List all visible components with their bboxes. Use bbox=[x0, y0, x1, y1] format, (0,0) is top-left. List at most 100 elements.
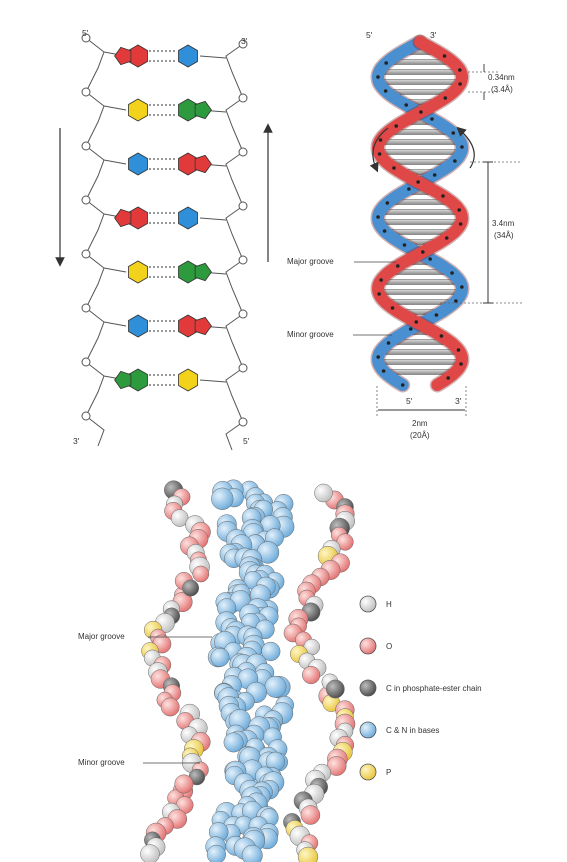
blue-pyrimidine-base bbox=[128, 152, 148, 176]
phosphate-dot bbox=[446, 376, 450, 380]
hydrogen-atom bbox=[314, 483, 333, 503]
legend-swatch-o bbox=[359, 637, 377, 655]
green-purine-ring bbox=[194, 262, 212, 282]
base-pair-rung bbox=[382, 289, 458, 295]
left-sugar-link bbox=[103, 321, 127, 327]
left-phosphate bbox=[81, 411, 91, 421]
phosphate-dot bbox=[458, 68, 462, 72]
legend-swatch-p bbox=[359, 763, 377, 781]
width-alt-label: (20Å) bbox=[410, 431, 430, 440]
helix-minor-groove-label: Minor groove bbox=[287, 330, 334, 339]
phosphate-dot bbox=[383, 89, 388, 93]
green-purine-base bbox=[178, 260, 198, 284]
pitch-dimension bbox=[440, 161, 522, 304]
red-purine-ring bbox=[114, 46, 132, 66]
helix-bottom-right-label: 3' bbox=[455, 396, 462, 406]
phosphate-dot bbox=[454, 299, 458, 303]
oxygen-atom bbox=[302, 665, 321, 685]
ladder-bottom-left-label: 3' bbox=[73, 436, 80, 446]
phosphate-dot bbox=[386, 341, 391, 345]
base-atom bbox=[241, 844, 263, 862]
left-phosphate bbox=[81, 195, 91, 205]
base-atom bbox=[261, 641, 281, 661]
ladder-bottom-right-label: 5' bbox=[243, 436, 250, 446]
model-minor-groove-label: Minor groove bbox=[78, 758, 125, 767]
helix-top-right-label: 3' bbox=[430, 30, 437, 40]
yellow-pyrimidine-base bbox=[178, 368, 198, 392]
blue-strand bbox=[371, 36, 469, 391]
red-purine-ring bbox=[114, 208, 132, 228]
left-phosphate bbox=[81, 357, 91, 367]
phosphate-dot bbox=[392, 166, 396, 170]
red-purine-base bbox=[128, 44, 148, 68]
phosphate-dot bbox=[400, 383, 405, 387]
right-phosphate bbox=[238, 147, 248, 157]
right-phosphate bbox=[238, 255, 248, 265]
left-phosphate bbox=[81, 87, 91, 97]
phosphate-dot bbox=[385, 201, 390, 205]
yellow-pyrimidine-base bbox=[128, 260, 148, 284]
blue-pyrimidine-base bbox=[128, 314, 148, 338]
right-phosphate bbox=[238, 93, 248, 103]
phosphate-dot bbox=[379, 278, 383, 282]
oxygen-atom bbox=[160, 697, 180, 717]
phosphate-dot bbox=[384, 61, 388, 65]
ladder-top-right-label: 3' bbox=[241, 36, 248, 46]
legend-label: C in phosphate-ester chain bbox=[386, 684, 482, 693]
oxygen-atom bbox=[192, 565, 210, 583]
base-atom bbox=[264, 675, 287, 698]
phosphate-dot bbox=[451, 131, 456, 135]
phosphate-dot bbox=[376, 215, 380, 219]
rotation-arrow-right bbox=[456, 126, 475, 169]
phosphate-dot bbox=[378, 138, 383, 142]
left-sugar-link bbox=[103, 267, 127, 273]
right-backbone bbox=[225, 43, 244, 451]
right-sugar-link bbox=[199, 55, 227, 59]
width-value-label: 2nm bbox=[412, 419, 428, 428]
right-sugar-link bbox=[199, 217, 227, 221]
rotation-arrow-left bbox=[369, 127, 389, 173]
phosphate-dot bbox=[457, 208, 461, 212]
left-phosphate bbox=[81, 33, 91, 43]
phosphate-dot bbox=[459, 362, 463, 366]
phosphate-dot bbox=[407, 187, 411, 191]
phosphate-dot bbox=[404, 103, 409, 107]
phosphate-dot bbox=[434, 313, 439, 317]
phosphate-dot bbox=[394, 124, 399, 128]
hydrogen-atom bbox=[140, 844, 160, 862]
green-purine-ring bbox=[194, 100, 212, 120]
carbon-atom bbox=[182, 579, 200, 597]
red-purine-base bbox=[178, 152, 198, 176]
red-purine-base bbox=[128, 206, 148, 230]
base-atom bbox=[206, 844, 226, 862]
legend-label: P bbox=[386, 768, 391, 777]
phosphate-dot bbox=[460, 145, 464, 149]
base-pair-rung bbox=[382, 359, 458, 365]
phosphate-dot bbox=[414, 320, 419, 324]
ladder-top-left-label: 5' bbox=[82, 28, 89, 38]
base-atom bbox=[223, 732, 244, 753]
oxygen-atom bbox=[300, 805, 321, 825]
base-pair-rung bbox=[383, 139, 457, 145]
red-purine-base bbox=[178, 314, 198, 338]
red-purine-ring bbox=[194, 154, 212, 174]
phosphate-dot bbox=[441, 194, 445, 198]
blue-pyrimidine-base bbox=[178, 206, 198, 230]
helix-bottom-left-label: 5' bbox=[406, 396, 413, 406]
phosphate-dot bbox=[444, 236, 449, 240]
phosphate-dot bbox=[377, 152, 382, 156]
phosphate-dot bbox=[381, 369, 386, 373]
phosphate-dot bbox=[439, 334, 444, 338]
blue-pyrimidine-base bbox=[178, 44, 198, 68]
carbon-atom bbox=[325, 679, 345, 699]
red-strand bbox=[371, 36, 469, 391]
legend-label: H bbox=[386, 600, 392, 609]
base-pair-rung bbox=[382, 69, 458, 75]
rise-alt-label: (3.4Å) bbox=[491, 85, 513, 94]
base-pair-rung bbox=[382, 149, 458, 155]
phosphate-dot bbox=[416, 180, 420, 184]
legend-swatch-c bbox=[359, 679, 377, 697]
legend-swatch-h bbox=[359, 595, 377, 613]
phosphate-dot bbox=[428, 257, 432, 261]
left-backbone bbox=[85, 37, 105, 447]
